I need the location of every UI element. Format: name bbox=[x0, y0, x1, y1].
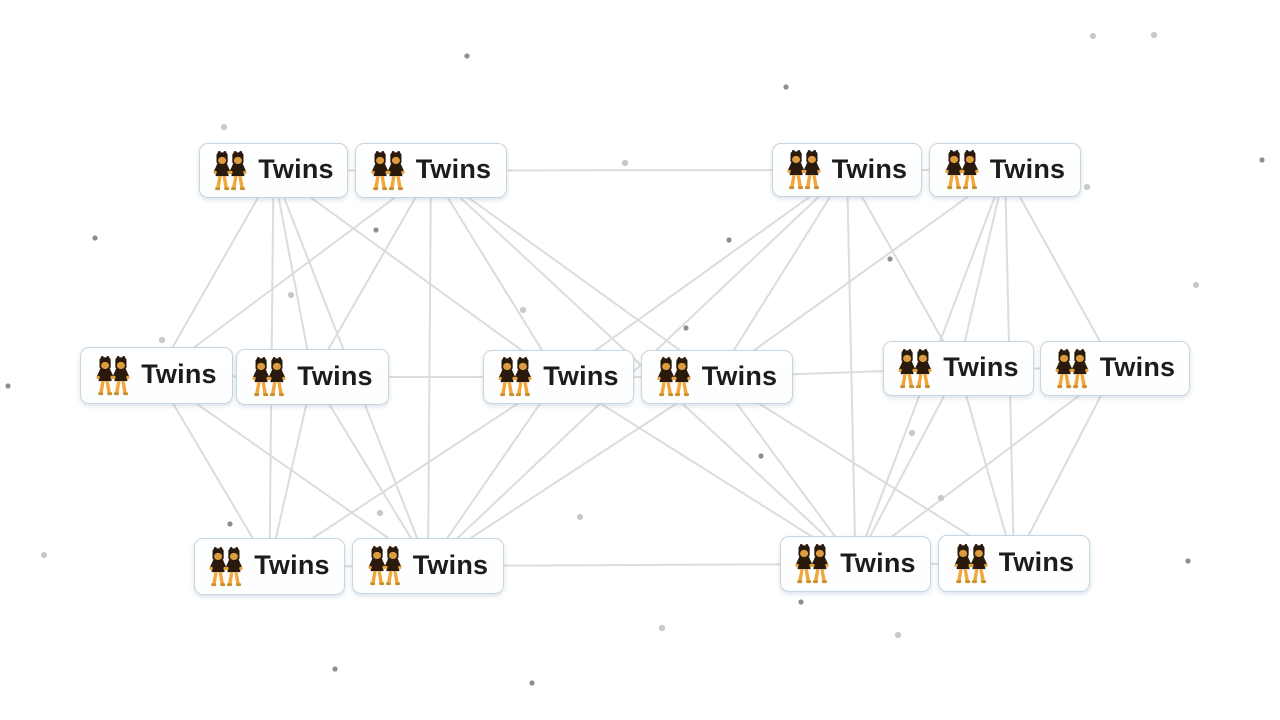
element-card-label: Twins bbox=[258, 154, 334, 184]
people-with-bunny-ears-icon bbox=[945, 150, 979, 190]
element-card-twins[interactable]: Twins bbox=[483, 350, 634, 404]
element-card-twins[interactable]: Twins bbox=[938, 535, 1090, 592]
element-card-label: Twins bbox=[701, 360, 778, 391]
element-card-twins[interactable]: Twins bbox=[194, 538, 345, 595]
element-card-twins[interactable]: Twins bbox=[929, 143, 1081, 197]
element-card-label: Twins bbox=[1099, 352, 1176, 382]
element-card-twins[interactable]: Twins bbox=[780, 536, 931, 592]
element-card-twins[interactable]: Twins bbox=[1040, 341, 1190, 396]
people-with-bunny-ears-icon bbox=[898, 349, 932, 389]
people-with-bunny-ears-icon bbox=[96, 356, 130, 396]
element-card-label: Twins bbox=[543, 360, 619, 391]
element-card-twins[interactable]: Twins bbox=[883, 341, 1034, 396]
element-card-twins[interactable]: Twins bbox=[80, 347, 233, 404]
element-card-label: Twins bbox=[989, 153, 1066, 184]
element-card-twins[interactable]: Twins bbox=[199, 143, 348, 198]
element-card-label: Twins bbox=[254, 550, 330, 580]
people-with-bunny-ears-icon bbox=[498, 357, 532, 397]
people-with-bunny-ears-icon bbox=[795, 544, 829, 584]
element-card-label: Twins bbox=[297, 360, 373, 391]
element-card-label: Twins bbox=[943, 352, 1019, 382]
element-card-label: Twins bbox=[415, 154, 492, 184]
people-with-bunny-ears-icon bbox=[954, 544, 988, 584]
people-with-bunny-ears-icon bbox=[787, 150, 821, 190]
element-card-twins[interactable]: Twins bbox=[772, 143, 922, 197]
people-with-bunny-ears-icon bbox=[209, 547, 243, 587]
people-with-bunny-ears-icon bbox=[368, 546, 402, 586]
element-card-twins[interactable]: Twins bbox=[641, 350, 793, 404]
element-card-twins[interactable]: Twins bbox=[236, 349, 389, 405]
element-card-label: Twins bbox=[412, 549, 489, 580]
people-with-bunny-ears-icon bbox=[657, 357, 691, 397]
people-with-bunny-ears-icon bbox=[1055, 349, 1089, 389]
element-card-twins[interactable]: Twins bbox=[355, 143, 507, 198]
people-with-bunny-ears-icon bbox=[371, 151, 405, 191]
element-card-label: Twins bbox=[840, 547, 916, 578]
element-card-twins[interactable]: Twins bbox=[352, 538, 504, 594]
element-card-label: Twins bbox=[998, 547, 1075, 577]
people-with-bunny-ears-icon bbox=[213, 151, 247, 191]
people-with-bunny-ears-icon bbox=[252, 357, 286, 397]
element-card-label: Twins bbox=[141, 359, 217, 389]
element-card-label: Twins bbox=[831, 153, 908, 184]
